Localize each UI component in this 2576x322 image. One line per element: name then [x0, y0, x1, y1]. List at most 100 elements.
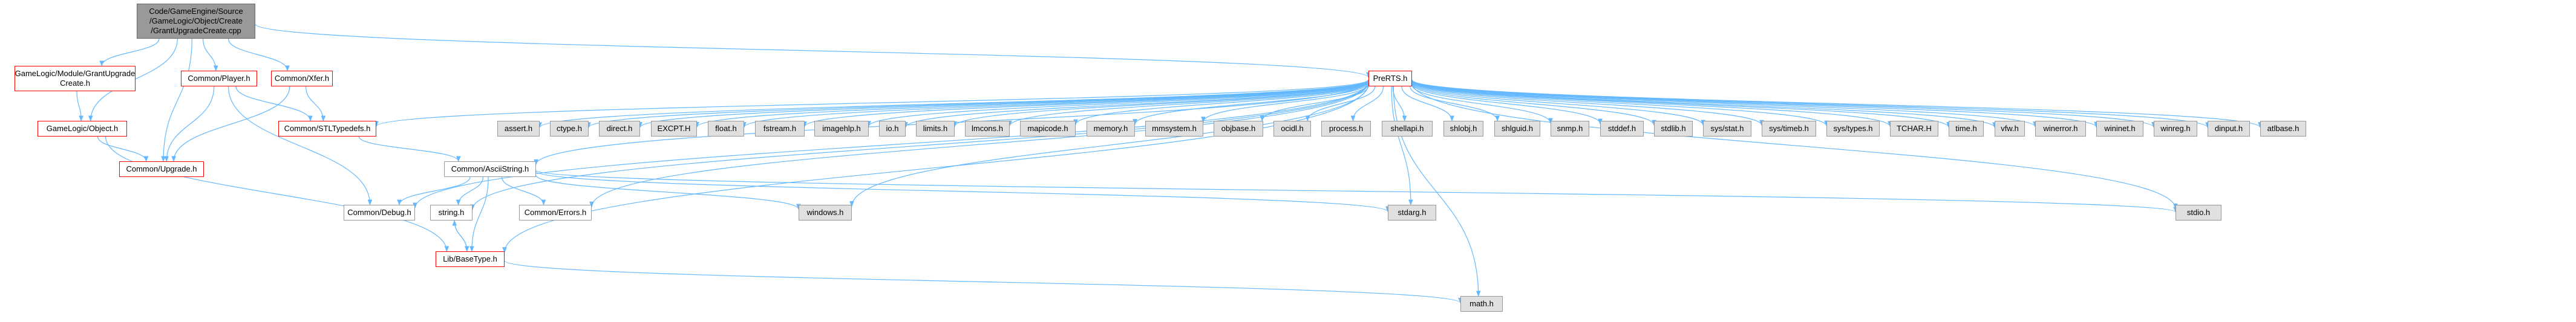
- edge-stlt-h-to-asciistring-h: [358, 136, 461, 162]
- edge-asciistring-h-to-windows-h: [535, 175, 801, 210]
- edge-prerts-h-to-dinput-h: [1411, 79, 2210, 128]
- node-mmsystem-h[interactable]: mmsystem.h: [1145, 121, 1203, 137]
- node-string-h[interactable]: string.h: [430, 205, 472, 221]
- node-stdlib-h[interactable]: stdlib.h: [1654, 121, 1693, 137]
- node-stdarg-h[interactable]: stdarg.h: [1388, 205, 1436, 221]
- node-lmcons-h[interactable]: lmcons.h: [965, 121, 1010, 137]
- edge-prerts-h-to-string-h: [470, 82, 1369, 210]
- node-asciistring-h[interactable]: Common/AsciiString.h: [444, 161, 536, 177]
- node-shlobj-h[interactable]: shlobj.h: [1443, 121, 1483, 137]
- node-direct-h[interactable]: direct.h: [599, 121, 640, 137]
- node-stddef-h[interactable]: stddef.h: [1600, 121, 1644, 137]
- edge-prerts-h-to-objbase-h: [1260, 85, 1369, 121]
- edge-object-h-to-libbasetype-h: [105, 136, 449, 252]
- edge-prerts-h-to-sysstat-h: [1411, 82, 1705, 126]
- edge-root-to-gucreate-h: [99, 38, 160, 66]
- node-errors-h[interactable]: Common/Errors.h: [519, 205, 592, 221]
- edge-asciistring-h-to-stdio-h: [535, 170, 2178, 213]
- edge-player-h-to-debug-h: [227, 86, 373, 205]
- node-object-h[interactable]: GameLogic/Object.h: [38, 121, 127, 137]
- node-prerts-h[interactable]: PreRTS.h: [1368, 71, 1412, 86]
- edge-prerts-h-to-wininet-h: [1411, 79, 2099, 128]
- edge-prerts-h-to-vfw-h: [1411, 80, 1997, 128]
- node-stdio-h[interactable]: stdio.h: [2176, 205, 2221, 221]
- node-sysstat-h[interactable]: sys/stat.h: [1703, 121, 1751, 137]
- node-vfw-h[interactable]: vfw.h: [1995, 121, 2025, 137]
- edge-root-to-player-h: [203, 38, 218, 71]
- node-imagehlp-h[interactable]: imagehlp.h: [814, 121, 869, 137]
- edge-root-to-upgrade-h: [161, 38, 192, 162]
- edge-asciistring-h-to-string-h: [456, 176, 484, 205]
- node-windows-h[interactable]: windows.h: [799, 205, 852, 221]
- edge-prerts-h-to-windows-h: [849, 83, 1369, 207]
- node-ocidl-h[interactable]: ocidl.h: [1273, 121, 1311, 137]
- node-atlbase-h[interactable]: atlbase.h: [2260, 121, 2306, 137]
- node-fstream-h[interactable]: fstream.h: [755, 121, 805, 137]
- node-systypes-h[interactable]: sys/types.h: [1826, 121, 1880, 137]
- edge-prerts-h-to-winreg-h: [1411, 79, 2156, 128]
- node-math-h[interactable]: math.h: [1460, 296, 1503, 312]
- node-gucreate-h[interactable]: GameLogic/Module/GrantUpgrade Create.h: [15, 66, 136, 91]
- edge-xfer-h-to-upgrade-h: [171, 86, 290, 162]
- edge-root-to-xfer-h: [227, 38, 290, 71]
- node-process-h[interactable]: process.h: [1321, 121, 1371, 137]
- node-xfer-h[interactable]: Common/Xfer.h: [271, 71, 333, 86]
- node-player-h[interactable]: Common/Player.h: [181, 71, 257, 86]
- node-memory-h[interactable]: memory.h: [1087, 121, 1135, 137]
- edge-asciistring-h-to-stdarg-h: [535, 171, 1390, 213]
- edge-asciistring-h-to-libbasetype-h: [469, 176, 489, 252]
- node-root[interactable]: Code/GameEngine/Source /GameLogic/Object…: [137, 4, 255, 39]
- edge-prerts-h-to-ocidl-h: [1305, 86, 1376, 121]
- node-limits-h[interactable]: limits.h: [916, 121, 955, 137]
- edge-prerts-h-to-mapicode-h: [1073, 82, 1369, 126]
- edge-prerts-h-to-tchar-h: [1411, 80, 1892, 127]
- edge-prerts-h-to-float-h: [742, 80, 1369, 128]
- node-debug-h[interactable]: Common/Debug.h: [344, 205, 415, 221]
- node-snmp-h[interactable]: snmp.h: [1551, 121, 1589, 137]
- edge-prerts-h-to-systimeb-h: [1411, 81, 1764, 126]
- node-time-h[interactable]: time.h: [1949, 121, 1984, 137]
- edge-prerts-h-to-io-h: [903, 80, 1369, 128]
- node-ctype-h[interactable]: ctype.h: [550, 121, 589, 137]
- edge-prerts-h-to-time-h: [1411, 80, 1951, 128]
- node-winerror-h[interactable]: winerror.h: [2035, 121, 2086, 137]
- edge-player-h-to-upgrade-h: [164, 86, 215, 162]
- edge-prerts-h-to-direct-h: [638, 79, 1369, 128]
- edge-libbasetype-h-to-string-h: [452, 220, 468, 252]
- edge-prerts-h-to-snmp-h: [1411, 84, 1553, 124]
- node-float-h[interactable]: float.h: [708, 121, 744, 137]
- edge-gucreate-h-to-object-h: [76, 91, 83, 121]
- edge-prerts-h-to-stdio-h: [1411, 82, 2178, 210]
- edge-prerts-h-to-stlt-h: [374, 79, 1369, 127]
- edge-prerts-h-to-systypes-h: [1411, 80, 1829, 127]
- node-stlt-h[interactable]: Common/STLTypedefs.h: [278, 121, 376, 137]
- node-shlguid-h[interactable]: shlguid.h: [1494, 121, 1540, 137]
- edge-prerts-h-to-debug-h: [413, 81, 1369, 209]
- edge-prerts-h-to-limits-h: [952, 80, 1369, 127]
- node-upgrade-h[interactable]: Common/Upgrade.h: [119, 161, 204, 177]
- node-io-h[interactable]: io.h: [879, 121, 906, 137]
- edge-player-h-to-stlt-h: [235, 86, 313, 121]
- node-libbasetype-h[interactable]: Lib/BaseType.h: [436, 251, 505, 267]
- edge-xfer-h-to-stlt-h: [305, 86, 326, 121]
- edge-prerts-h-to-stdarg-h: [1391, 86, 1413, 205]
- node-systimeb-h[interactable]: sys/timeb.h: [1762, 121, 1816, 137]
- node-objbase-h[interactable]: objbase.h: [1214, 121, 1263, 137]
- node-excpt-h[interactable]: EXCPT.H: [651, 121, 697, 137]
- edge-object-h-to-upgrade-h: [97, 136, 149, 162]
- node-wininet-h[interactable]: wininet.h: [2096, 121, 2143, 137]
- node-mapicode-h[interactable]: mapicode.h: [1020, 121, 1076, 137]
- edge-asciistring-h-to-errors-h: [501, 176, 546, 205]
- node-dinput-h[interactable]: dinput.h: [2208, 121, 2250, 137]
- edge-prerts-h-to-errors-h: [589, 82, 1369, 208]
- node-winreg-h[interactable]: winreg.h: [2154, 121, 2197, 137]
- edge-prerts-h-to-math-h: [1393, 86, 1481, 297]
- edge-prerts-h-to-imagehlp-h: [866, 80, 1369, 127]
- node-shellapi-h[interactable]: shellapi.h: [1382, 121, 1433, 137]
- edge-prerts-h-to-mmsystem-h: [1201, 83, 1369, 123]
- edge-root-to-prerts-h: [255, 24, 1371, 79]
- node-assert-h[interactable]: assert.h: [497, 121, 540, 137]
- node-tchar-h[interactable]: TCHAR.H: [1890, 121, 1938, 137]
- edge-asciistring-h-to-debug-h: [397, 176, 471, 205]
